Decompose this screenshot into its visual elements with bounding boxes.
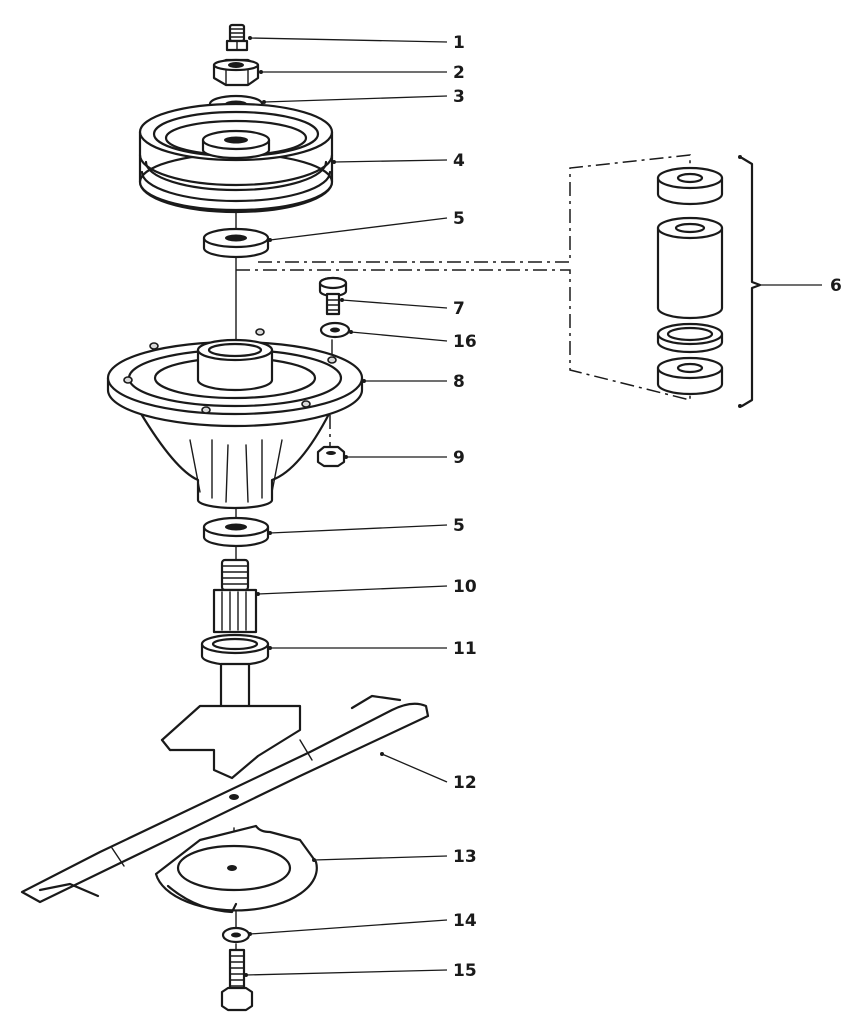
callout-6: 6 [830, 276, 842, 296]
callout-8: 8 [453, 372, 465, 392]
part-1-screw [225, 23, 249, 52]
part-4-double-pulley [138, 102, 334, 214]
callout-13: 13 [453, 847, 477, 867]
callout-12: 12 [453, 773, 477, 793]
part-13-blade-dish [154, 824, 318, 914]
part-14-lock-washer [221, 926, 251, 944]
leader-lines [244, 36, 822, 977]
callout-16: 16 [453, 332, 477, 352]
part-6-bearing-kit [236, 154, 762, 408]
callout-11: 11 [453, 639, 477, 659]
part-2-hex-nut [212, 58, 260, 87]
part-12-blade [20, 694, 430, 904]
part-9-nut [316, 445, 346, 468]
part-10-spindle-shaft [212, 558, 258, 634]
callout-14: 14 [453, 911, 477, 931]
callout-15: 15 [453, 961, 477, 981]
callouts: 1 2 3 4 5 6 7 16 8 9 5 10 11 12 13 14 15 [453, 33, 842, 981]
callout-2: 2 [453, 63, 465, 83]
callout-1: 1 [453, 33, 465, 53]
callout-7: 7 [453, 299, 465, 319]
part-16-lock-washer [319, 321, 351, 339]
callout-5-lower: 5 [453, 516, 465, 536]
part-8-spindle-housing [106, 328, 364, 510]
part-15-bolt [220, 948, 254, 1012]
callout-3: 3 [453, 87, 465, 107]
callout-9: 9 [453, 448, 465, 468]
callout-5-upper: 5 [453, 209, 465, 229]
part-5-spacer-upper [202, 227, 270, 259]
part-7-bolt [318, 276, 348, 316]
callout-4: 4 [453, 151, 465, 171]
part-5-spacer-lower [202, 516, 270, 548]
callout-10: 10 [453, 577, 477, 597]
